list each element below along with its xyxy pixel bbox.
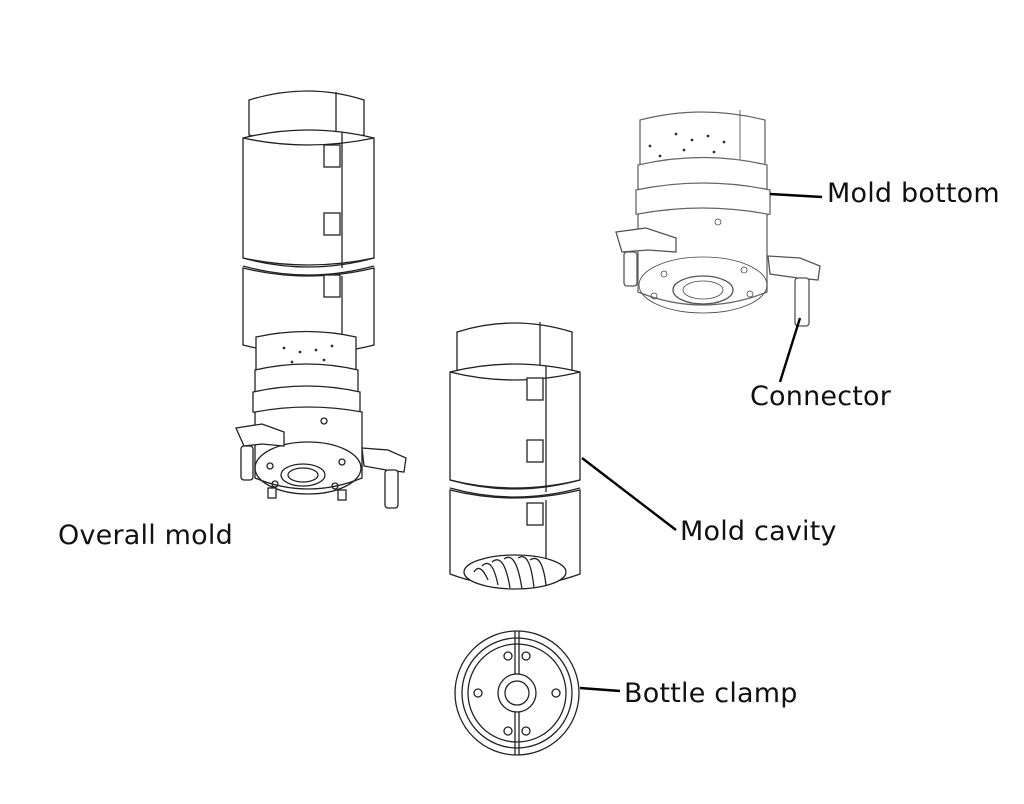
overall-mold-label: Overall mold	[58, 520, 233, 551]
mold-bottom-drawing	[615, 110, 821, 327]
connector-label: Connector	[750, 381, 892, 412]
mold-bottom-leader	[769, 192, 823, 199]
bottle-clamp-leader	[579, 686, 621, 693]
bottle-clamp-label: Bottle clamp	[624, 678, 798, 709]
mold-cavity-leader	[581, 457, 677, 531]
overall-mold-drawing	[235, 90, 407, 509]
bottle-clamp-drawing	[454, 630, 580, 756]
mold-cavity-drawing	[449, 322, 581, 590]
mold-bottom-label: Mold bottom	[827, 178, 1000, 209]
connector-leader	[778, 317, 802, 383]
mold-cavity-label: Mold cavity	[680, 516, 837, 547]
